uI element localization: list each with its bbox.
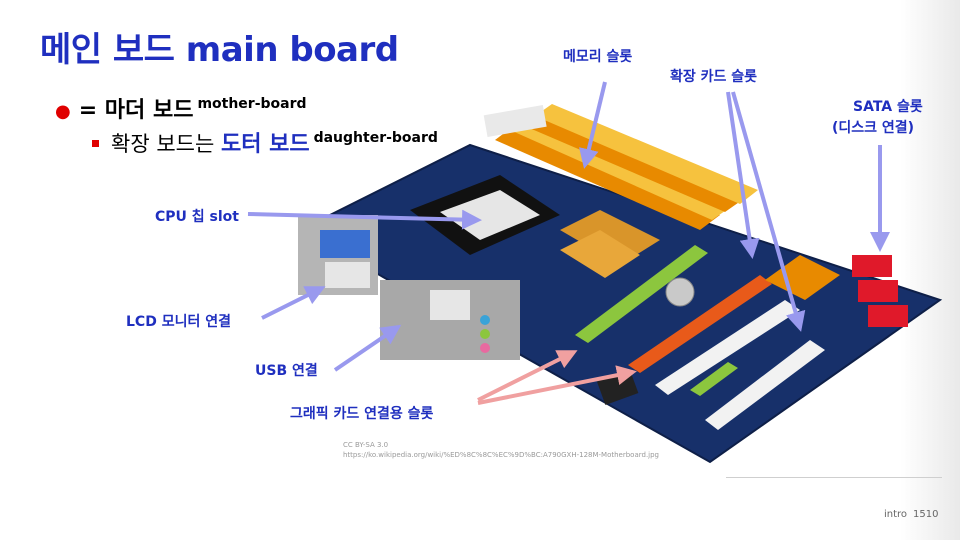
credit-url[interactable]: https://ko.wikipedia.org/wiki/%ED%8C%8C%…: [343, 451, 659, 459]
footer-page-number: 1510: [913, 509, 939, 520]
label-graphic-slot: 그래픽 카드 연결용 슬롯: [290, 406, 434, 422]
label-memory-slot: 메모리 슬롯: [563, 49, 633, 65]
bullet-level2-highlight: 도터 보드: [220, 132, 310, 157]
bullet-level1-sup: mother-board: [197, 96, 307, 112]
bullet-level1-text: = 마더 보드: [78, 98, 194, 123]
bullet-dot-icon: ●: [55, 101, 71, 122]
label-usb: USB 연결: [255, 363, 318, 379]
memory-slot: [495, 125, 720, 230]
pcie-orange-slot: [628, 275, 772, 373]
page-title: 메인 보드 main board: [40, 30, 399, 70]
bullet-square-icon: [92, 140, 99, 147]
sata-ports: [852, 255, 892, 277]
pcie-green-slot: [575, 245, 708, 343]
image-credit: CC BY-SA 3.0 https://ko.wikipedia.org/wi…: [343, 440, 659, 460]
bullet-level2-prefix: 확장 보드는: [111, 132, 221, 156]
label-sata-slot: SATA 슬롯: [853, 99, 923, 115]
bullet-level2-sup: daughter-board: [313, 130, 438, 146]
divider: [726, 477, 942, 478]
label-sata-sub: (디스크 연결): [832, 120, 915, 136]
footer-section: intro: [884, 509, 908, 520]
footer: intro 1510: [884, 509, 939, 520]
background-shade: [900, 0, 960, 540]
label-lcd: LCD 모니터 연결: [126, 314, 231, 330]
label-cpu-slot: CPU 칩 slot: [155, 209, 239, 225]
credit-license: CC BY-SA 3.0: [343, 441, 389, 449]
label-expansion-slot: 확장 카드 슬롯: [670, 69, 758, 85]
